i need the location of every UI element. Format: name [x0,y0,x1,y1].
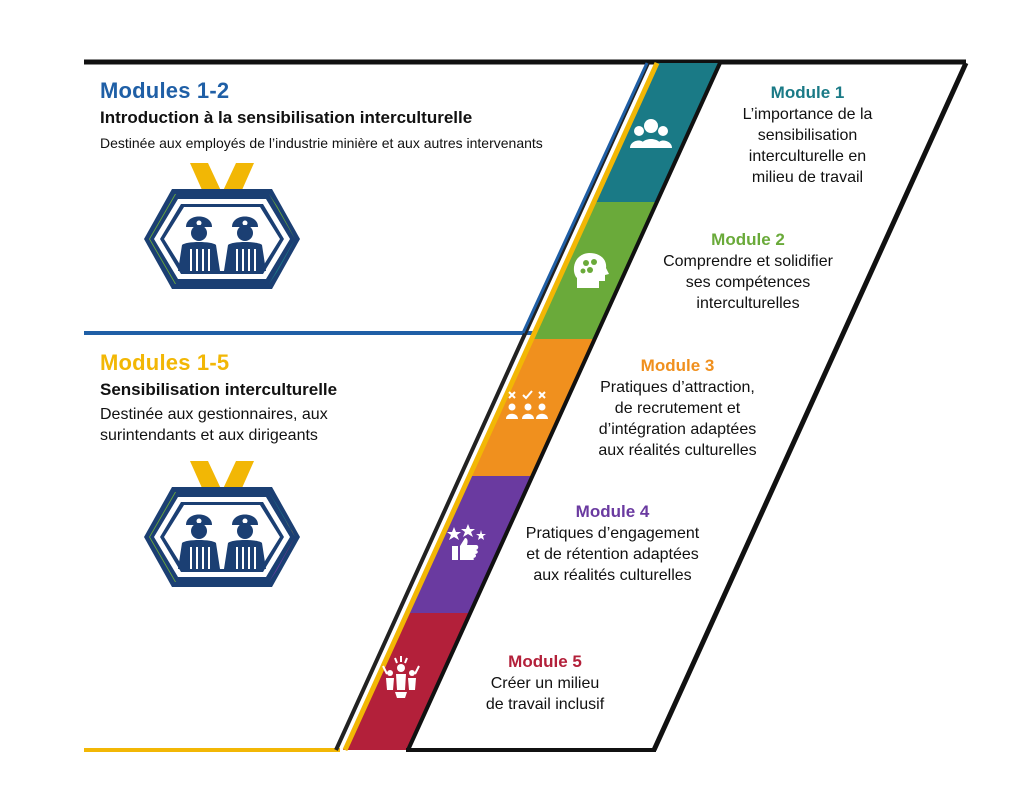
module-4-block: Module 4 Pratiques d’engagement et de ré… [505,501,720,586]
module-1-line-3: interculturelle en [748,148,867,165]
miners-badge-icon [144,163,300,289]
module-2-block: Module 2 Comprendre et solidifier ses co… [638,229,858,314]
module-4-title: Module 4 [575,502,650,521]
module-2-line-2: ses compétences [685,274,811,291]
module-4-band [405,476,533,613]
inclusive-team-icon [382,656,420,698]
module-5-band [343,613,471,750]
people-group-icon [630,119,672,148]
module-3-line-1: Pratiques d’attraction, [600,379,755,396]
thumbs-up-stars-icon [447,524,486,560]
module-1-line-1: L’importance de la [742,106,873,123]
group-2-description: Destinée aux gestionnaires, aux surinten… [100,406,328,444]
group-1-title: Modules 1-2 [100,78,230,103]
module-3-line-3: d’intégration adaptées [598,421,757,438]
module-4-line-1: Pratiques d’engagement [525,525,700,542]
group-2-title: Modules 1-5 [100,350,230,375]
module-1-band [591,63,720,202]
brain-head-icon [573,253,609,288]
module-2-line-1: Comprendre et solidifier [663,253,833,270]
module-3-title: Module 3 [640,356,715,375]
group-1-description: Destinée aux employés de l’industrie min… [100,135,543,151]
white-panel-left-edge [406,62,722,751]
module-1-title: Module 1 [770,83,845,102]
module-1-block: Module 1 L’importance de la sensibilisat… [705,82,910,188]
module-5-line-2: de travail inclusif [485,696,605,713]
left-edge-yellow [342,61,660,752]
module-3-line-2: de recrutement et [614,400,741,417]
candidate-selection-icon [506,390,548,419]
module-4-line-2: et de rétention adaptées [526,546,699,563]
module-2-title: Module 2 [711,230,785,249]
left-edge-blue [521,62,649,334]
module-2-line-3: interculturelles [696,295,800,312]
module-5-title: Module 5 [508,652,582,671]
module-5-line-1: Créer un milieu [490,675,600,692]
module-3-line-4: aux réalités culturelles [598,442,757,459]
miners-badge-icon [144,461,300,587]
module-1-line-4: milieu de travail [751,169,864,186]
module-1-line-2: sensibilisation [757,127,858,144]
module-4-line-3: aux réalités culturelles [533,567,692,584]
module-5-block: Module 5 Créer un milieu de travail incl… [460,651,630,715]
module-3-block: Module 3 Pratiques d’attraction, de recr… [570,355,785,461]
group-2-subtitle: Sensibilisation interculturelle [100,380,338,399]
white-panel-right-edge [651,61,969,752]
group-1-subtitle: Introduction à la sensibilisation interc… [100,108,473,127]
